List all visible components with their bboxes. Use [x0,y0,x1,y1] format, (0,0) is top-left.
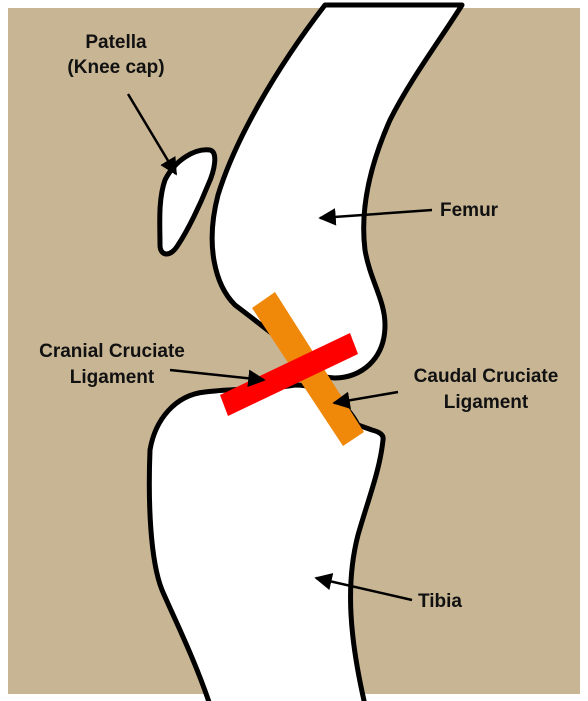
tibia-label: Tibia [418,591,462,612]
cranial-label-line1: Cranial Cruciate [39,341,185,362]
caudal-label-line2: Ligament [444,392,529,413]
femur-label: Femur [440,200,499,221]
patella-label-line1: Patella [85,32,147,53]
cranial-label-line2: Ligament [70,367,155,388]
caudal-label-line1: Caudal Cruciate [414,366,559,387]
patella-label-line2: (Knee cap) [67,57,164,78]
